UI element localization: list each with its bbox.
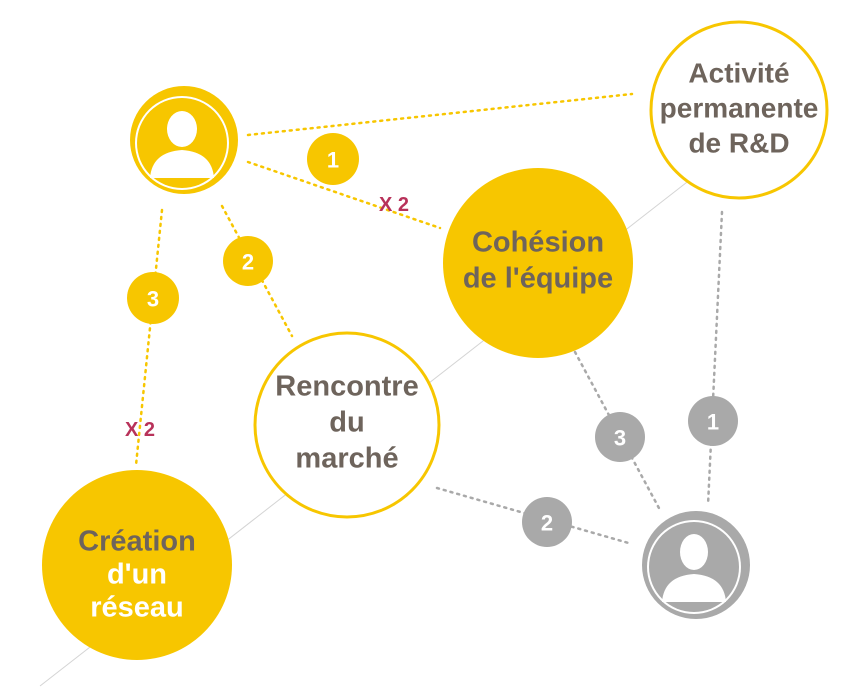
connector-rencontre-to-gray-person [435,486,634,546]
gray-badge-2: 2 [522,497,572,547]
yellow-badge-3-label: 3 [147,287,159,312]
node-creation: Création d'un réseau [42,470,232,660]
node-activite-line-1: Activité [688,57,789,88]
yellow-badge-2-label: 2 [242,250,254,275]
connector-activite-to-gray-person [706,210,724,507]
node-creation-line-3: réseau [90,592,184,624]
node-activite-line-2: permanente [660,92,819,123]
gray-badge-3-circle [595,412,645,462]
node-cohesion-line-1: Cohésion [472,227,604,259]
node-cohesion-circle [443,168,633,358]
yellow-connectors [134,92,634,467]
yellow-badge-1: 1 [307,133,359,185]
connector-person-to-cohesion [246,160,442,230]
yellow-badge-3-circle [127,272,179,324]
gray-badge-2-label: 2 [541,511,553,536]
node-rencontre-line-3: marché [295,443,398,475]
node-rencontre-circle [253,331,441,519]
node-creation-line-1: Création [78,526,196,558]
yellow-badge-2-circle [223,236,273,286]
node-rencontre-line-1: Rencontre [275,371,418,403]
gray-badge-3: 3 [595,412,645,462]
node-activite-circle [649,20,829,200]
yellow-badge-2: 2 [223,236,273,286]
yellow-person-shoulders [150,150,214,178]
gray-badge-3-label: 3 [614,426,626,451]
gray-badge-1-label: 1 [707,410,719,435]
connector-person-to-creation [134,208,164,467]
gray-connectors [435,210,724,546]
gray-badge-1: 1 [688,396,738,446]
node-creation-line-2: d'un [107,559,167,591]
gray-person-head [680,534,708,570]
yellow-badge-3: 3 [127,272,179,324]
node-rencontre: Rencontre du marché [253,331,441,519]
node-activite-rd: Activité permanente de R&D [649,20,829,200]
multiplier-top: X 2 [379,194,409,216]
person-female-icon [130,86,238,194]
gray-badge-1-circle [688,396,738,446]
multiplier-left: X 2 [125,419,155,441]
person-male-icon [642,511,750,619]
node-activite-line-3: de R&D [688,127,789,158]
gray-person-shoulders [662,574,726,602]
node-cohesion: Cohésion de l'équipe [443,168,633,358]
node-cohesion-line-2: de l'équipe [463,263,613,295]
yellow-person-head [167,111,197,147]
node-rencontre-line-2: du [329,407,364,439]
gray-badge-2-circle [522,497,572,547]
yellow-badge-1-label: 1 [327,148,339,173]
yellow-badge-1-circle [307,133,359,185]
connector-cohesion-to-gray-person [573,350,662,512]
node-creation-circle [42,470,232,660]
connector-person-to-activite [246,92,634,137]
